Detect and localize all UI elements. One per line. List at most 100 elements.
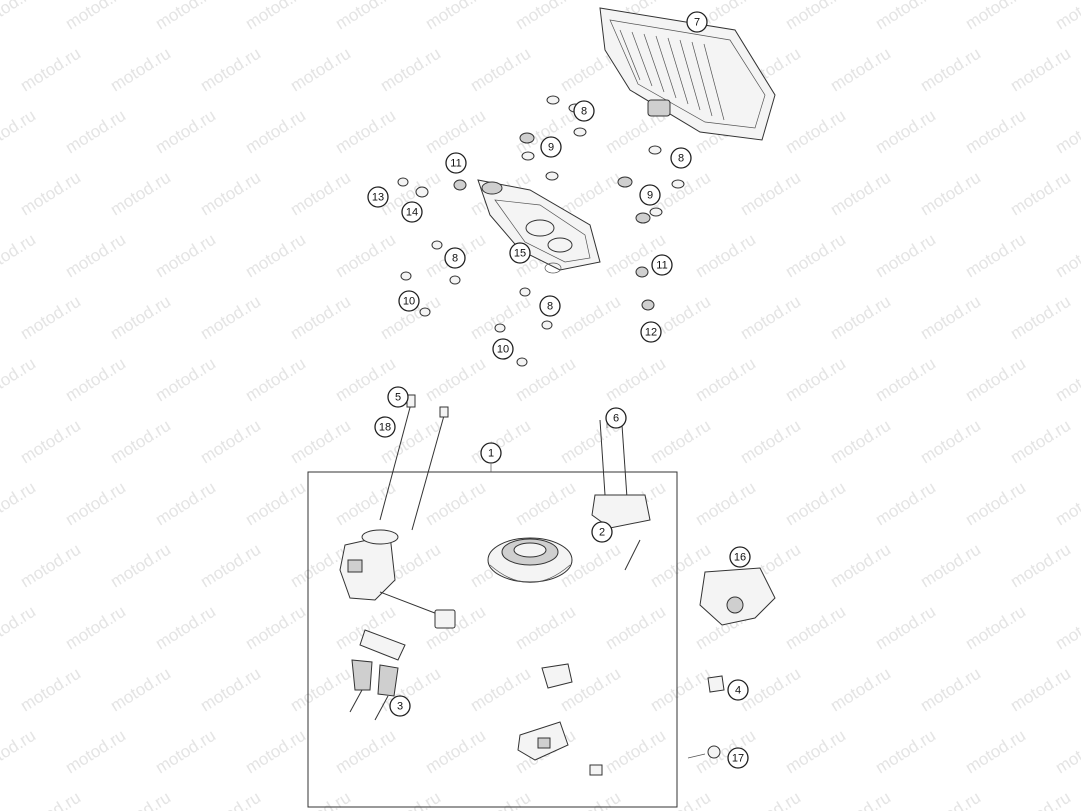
callout-8: 8 xyxy=(670,147,692,169)
watermark-text: motod.ru xyxy=(0,726,39,778)
callout-11: 11 xyxy=(445,152,467,174)
watermark-text: motod.ru xyxy=(962,478,1029,530)
watermark-text: motod.ru xyxy=(287,292,354,344)
watermark-text: motod.ru xyxy=(197,540,264,592)
watermark-text: motod.ru xyxy=(17,416,84,468)
watermark-text: motod.ru xyxy=(242,0,309,33)
watermark-text: motod.ru xyxy=(602,602,669,654)
watermark-text: motod.ru xyxy=(332,230,399,282)
watermark-text: motod.ru xyxy=(242,230,309,282)
watermark-text: motod.ru xyxy=(107,416,174,468)
callout-8: 8 xyxy=(573,100,595,122)
callout-label: 6 xyxy=(613,413,619,425)
fuel-cap-part xyxy=(487,537,573,583)
watermark-text: motod.ru xyxy=(827,540,894,592)
watermark-text: motod.ru xyxy=(602,354,669,406)
watermark-text: motod.ru xyxy=(827,168,894,220)
watermark-text: motod.ru xyxy=(782,478,849,530)
watermark-text: motod.ru xyxy=(242,726,309,778)
watermark-text: motod.ru xyxy=(0,602,39,654)
callout-label: 10 xyxy=(497,344,509,356)
callout-9: 9 xyxy=(639,184,661,206)
watermark-text: motod.ru xyxy=(962,230,1029,282)
watermark-text: motod.ru xyxy=(1052,602,1081,654)
watermark-text: motod.ru xyxy=(467,292,534,344)
watermark-text: motod.ru xyxy=(782,354,849,406)
watermark-text: motod.ru xyxy=(332,106,399,158)
watermark-text: motod.ru xyxy=(107,664,174,716)
watermark-text: motod.ru xyxy=(62,602,129,654)
callout-label: 18 xyxy=(379,422,391,434)
callout-16: 16 xyxy=(729,546,751,568)
watermark-text: motod.ru xyxy=(692,478,759,530)
watermark-text: motod.ru xyxy=(107,788,174,811)
watermark-text: motod.ru xyxy=(422,0,489,33)
watermark-text: motod.ru xyxy=(152,478,219,530)
watermark-text: motod.ru xyxy=(152,0,219,33)
callout-label: 10 xyxy=(403,296,415,308)
watermark-text: motod.ru xyxy=(917,292,984,344)
watermark-text: motod.ru xyxy=(62,478,129,530)
watermark-text: motod.ru xyxy=(197,44,264,96)
small-parts xyxy=(687,675,725,759)
callout-8: 8 xyxy=(539,295,561,317)
watermark-text: motod.ru xyxy=(1007,540,1074,592)
watermark-text: motod.ru xyxy=(1052,478,1081,530)
watermark-text: motod.ru xyxy=(692,354,759,406)
watermark-text: motod.ru xyxy=(332,726,399,778)
lock-bracket-part xyxy=(591,419,651,571)
kit-frame xyxy=(307,471,678,808)
watermark-text: motod.ru xyxy=(332,0,399,33)
watermark-text: motod.ru xyxy=(377,788,444,811)
callout-9: 9 xyxy=(540,136,562,158)
callout-label: 14 xyxy=(406,207,418,219)
callout-label: 1 xyxy=(488,448,494,460)
watermark-text: motod.ru xyxy=(467,416,534,468)
callout-13: 13 xyxy=(367,186,389,208)
watermark-text: motod.ru xyxy=(17,168,84,220)
callout-label: 5 xyxy=(395,392,401,404)
watermark-text: motod.ru xyxy=(782,0,849,33)
watermark-text: motod.ru xyxy=(107,44,174,96)
callout-label: 17 xyxy=(732,753,744,765)
watermark-text: motod.ru xyxy=(107,168,174,220)
callout-2: 2 xyxy=(591,521,613,543)
watermark-text: motod.ru xyxy=(872,0,939,33)
watermark-text: motod.ru xyxy=(62,230,129,282)
callout-label: 11 xyxy=(656,260,667,272)
watermark-text: motod.ru xyxy=(872,478,939,530)
watermark-text: motod.ru xyxy=(62,354,129,406)
callout-label: 9 xyxy=(548,142,554,154)
callout-12: 12 xyxy=(640,321,662,343)
callout-label: 15 xyxy=(514,248,526,260)
watermark-text: motod.ru xyxy=(62,106,129,158)
watermark-text: motod.ru xyxy=(692,230,759,282)
watermark-text: motod.ru xyxy=(782,230,849,282)
watermark-text: motod.ru xyxy=(782,602,849,654)
watermark-text: motod.ru xyxy=(917,540,984,592)
steering-lock-part xyxy=(699,567,776,626)
callout-8: 8 xyxy=(444,247,466,269)
watermark-text: motod.ru xyxy=(467,664,534,716)
callout-label: 11 xyxy=(450,158,461,170)
watermark-text: motod.ru xyxy=(287,168,354,220)
watermark-text: motod.ru xyxy=(1007,664,1074,716)
callout-14: 14 xyxy=(401,201,423,223)
watermark-text: motod.ru xyxy=(1007,788,1074,811)
watermark-text: motod.ru xyxy=(152,354,219,406)
watermark-text: motod.ru xyxy=(512,602,579,654)
watermark-text: motod.ru xyxy=(1052,106,1081,158)
watermark-text: motod.ru xyxy=(242,354,309,406)
watermark-text: motod.ru xyxy=(557,788,624,811)
watermark-text: motod.ru xyxy=(917,416,984,468)
watermark-text: motod.ru xyxy=(422,106,489,158)
watermark-text: motod.ru xyxy=(467,788,534,811)
watermark-text: motod.ru xyxy=(242,106,309,158)
watermark-text: motod.ru xyxy=(0,230,39,282)
watermark-text: motod.ru xyxy=(242,478,309,530)
instrument-cluster-part xyxy=(599,7,776,141)
watermark-text: motod.ru xyxy=(107,292,174,344)
